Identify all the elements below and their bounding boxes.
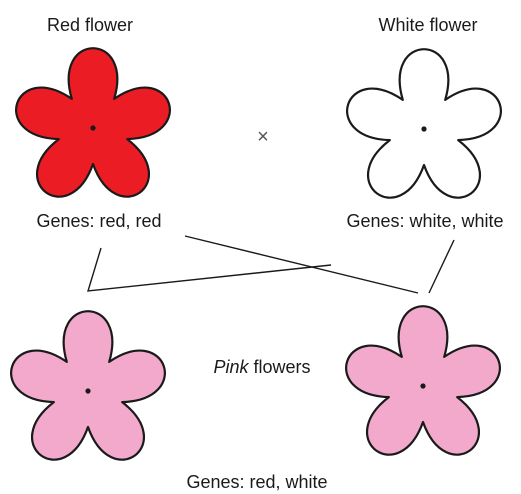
red-flower-title: Red flower bbox=[47, 16, 133, 34]
white-flower-genes: Genes: white, white bbox=[346, 212, 503, 230]
white-flower-center bbox=[421, 126, 426, 131]
inheritance-lines bbox=[88, 236, 454, 293]
line-white-to-right-offspring bbox=[429, 240, 454, 293]
pink-flower-right-petals bbox=[346, 306, 500, 454]
line-red-to-right-offspring bbox=[185, 236, 418, 293]
offspring-label: Pink flowers bbox=[213, 358, 310, 376]
offspring-label-italic: Pink bbox=[213, 357, 248, 377]
red-flower-petals bbox=[16, 48, 170, 196]
offspring-label-rest: flowers bbox=[249, 357, 311, 377]
white-flower-petals bbox=[347, 49, 501, 197]
white-flower-title: White flower bbox=[378, 16, 477, 34]
red-flower-genes: Genes: red, red bbox=[36, 212, 161, 230]
red-flower-center bbox=[90, 125, 95, 130]
flower-pink-offspring-left bbox=[11, 311, 165, 459]
flower-red-parent bbox=[16, 48, 170, 196]
line-red-to-left-offspring bbox=[88, 248, 331, 291]
pink-flower-right-center bbox=[420, 383, 425, 388]
flower-pink-offspring-right bbox=[346, 306, 500, 454]
pink-flower-left-petals bbox=[11, 311, 165, 459]
pink-flower-left-center bbox=[85, 388, 90, 393]
offspring-genes: Genes: red, white bbox=[186, 473, 327, 491]
cross-symbol: × bbox=[257, 127, 269, 147]
flower-white-parent bbox=[347, 49, 501, 197]
